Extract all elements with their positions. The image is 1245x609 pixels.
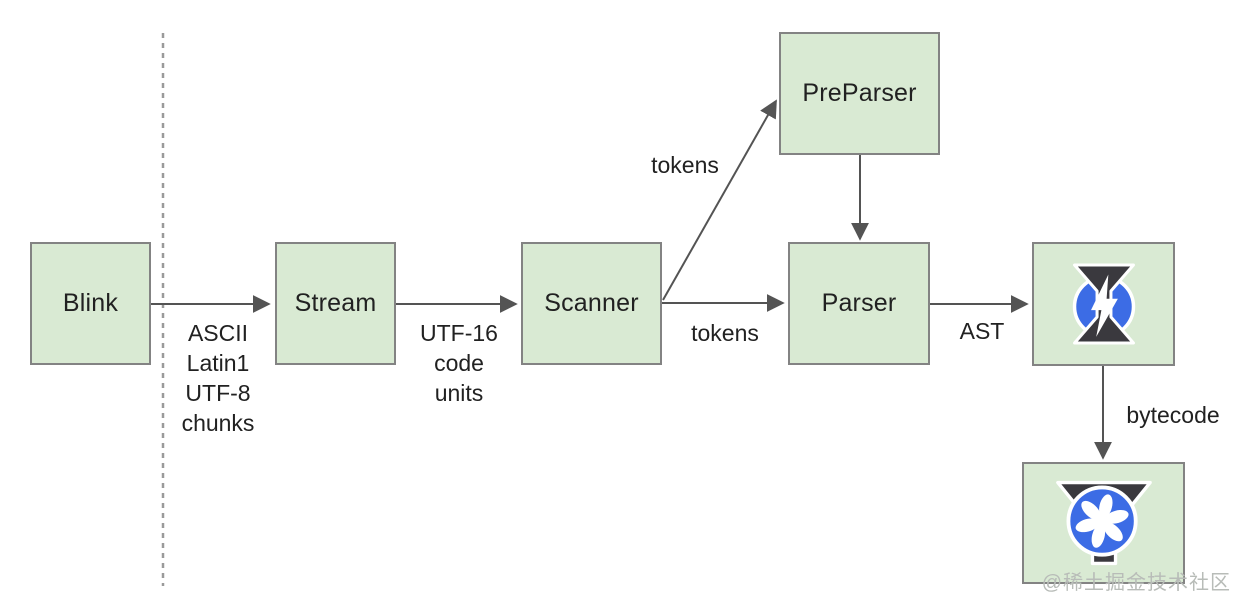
node-turbofan <box>1022 462 1185 584</box>
edge-label-ast: AST <box>959 318 1005 344</box>
node-ignition <box>1032 242 1175 366</box>
node-stream-label: Stream <box>294 289 377 317</box>
turbofan-fan-icon <box>1055 480 1152 566</box>
node-preparser: PreParser <box>779 32 940 155</box>
fan-blades <box>1075 494 1129 548</box>
edge-label-tokens-parser: tokens <box>691 320 759 346</box>
node-blink-label: Blink <box>62 289 119 317</box>
ignition-lightning-icon <box>1072 263 1135 345</box>
edge-label-encodings: ASCII Latin1 UTF-8 chunks <box>181 320 255 436</box>
node-stream: Stream <box>275 242 396 365</box>
edge-label-tokens-preparser: tokens <box>651 152 719 178</box>
node-preparser-label: PreParser <box>802 79 917 107</box>
node-parser-label: Parser <box>821 289 897 317</box>
edge-label-utf16-code-units: UTF-16 code units <box>420 320 498 406</box>
node-scanner-label: Scanner <box>544 289 639 317</box>
node-scanner: Scanner <box>521 242 662 365</box>
watermark: @稀土掘金技术社区 <box>1041 572 1231 594</box>
node-parser: Parser <box>788 242 930 365</box>
node-blink: Blink <box>30 242 151 365</box>
edge-label-bytecode: bytecode <box>1126 402 1220 428</box>
edge-scanner-to-preparser <box>662 99 777 301</box>
